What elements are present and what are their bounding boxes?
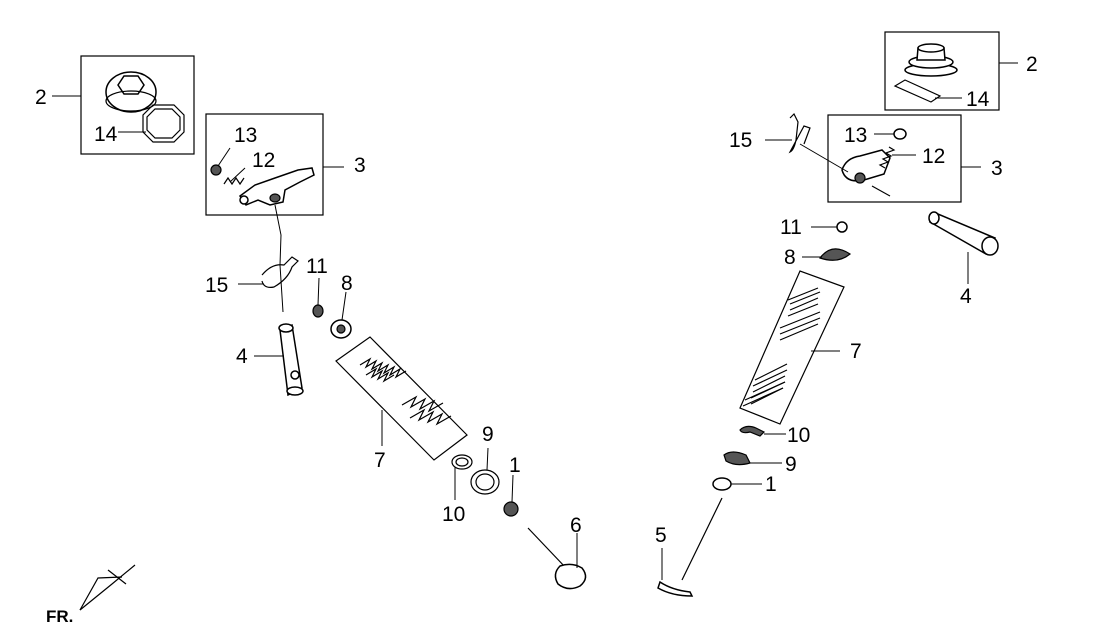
right-part-spring-12 [878, 146, 896, 169]
callout-right-12: 12 [922, 145, 945, 168]
callout-right-4: 4 [960, 285, 972, 308]
right-part-gasket [893, 79, 942, 103]
callout-left-11: 11 [306, 255, 328, 278]
right-part-seal-1 [712, 477, 732, 491]
callout-left-9: 9 [482, 423, 494, 446]
left-part-valve-6 [527, 527, 587, 590]
callout-left-10: 10 [442, 503, 465, 526]
direction-label: FR. [46, 607, 73, 626]
callout-right-13: 13 [844, 124, 867, 147]
callout-left-13: 13 [234, 124, 257, 147]
callout-left-3: 3 [354, 154, 366, 177]
fr-direction-arrow-icon [79, 564, 136, 611]
right-box-rocker-assembly [827, 114, 962, 203]
left-part-springs [359, 357, 452, 426]
callout-right-8: 8 [784, 246, 796, 269]
right-box-springs [739, 270, 845, 425]
right-part-nut-13 [893, 128, 907, 140]
left-part-spring-12 [223, 176, 245, 186]
left-part-washer-10 [451, 454, 473, 470]
left-part-seat-9 [470, 469, 500, 495]
callout-left-1: 1 [509, 454, 521, 477]
right-part-springs [742, 287, 821, 407]
callout-right-7: 7 [850, 340, 862, 363]
left-part-retainer-8 [330, 319, 352, 339]
left-part-valve-cap [105, 71, 157, 113]
callout-right-5: 5 [655, 524, 667, 547]
left-box-rocker-assembly [205, 113, 324, 216]
callout-left-14: 14 [94, 123, 118, 146]
right-part-retainer-8 [819, 248, 852, 261]
callout-right-10: 10 [787, 424, 810, 447]
callout-right-3: 3 [991, 157, 1003, 180]
right-part-clip-15 [788, 112, 811, 154]
callout-left-12: 12 [252, 149, 275, 172]
callout-right-14: 14 [966, 88, 990, 111]
left-part-clip-15 [261, 256, 299, 288]
left-part-lifter-4 [278, 323, 304, 397]
left-part-nut-13 [210, 164, 222, 176]
callout-right-1: 1 [765, 473, 777, 496]
left-box-springs [335, 336, 468, 461]
right-part-cap [904, 43, 958, 77]
callout-left-8: 8 [341, 272, 353, 295]
right-part-cotter-11 [836, 221, 848, 233]
right-part-lifter-4 [928, 211, 999, 256]
callout-right-2: 2 [1026, 53, 1038, 76]
callout-right-9: 9 [785, 453, 797, 476]
left-part-cotter-11 [312, 304, 324, 318]
right-part-valve-5 [657, 497, 723, 597]
left-part-o-ring [142, 104, 185, 143]
callout-right-11: 11 [780, 216, 802, 239]
left-box-cap-assembly [80, 55, 195, 155]
right-part-seat-9 [723, 451, 751, 466]
left-part-seal-1 [503, 501, 519, 517]
callout-left-15: 15 [205, 274, 228, 297]
callout-left-7: 7 [374, 449, 386, 472]
callout-right-15: 15 [729, 129, 752, 152]
right-box-cap-assembly [884, 31, 1000, 111]
right-part-washer-10 [739, 425, 766, 437]
callout-left-4: 4 [236, 345, 248, 368]
callout-left-6: 6 [570, 514, 582, 537]
callout-left-2: 2 [35, 86, 47, 109]
right-part-rocker [841, 149, 891, 197]
left-part-rocker-arm [238, 167, 315, 206]
